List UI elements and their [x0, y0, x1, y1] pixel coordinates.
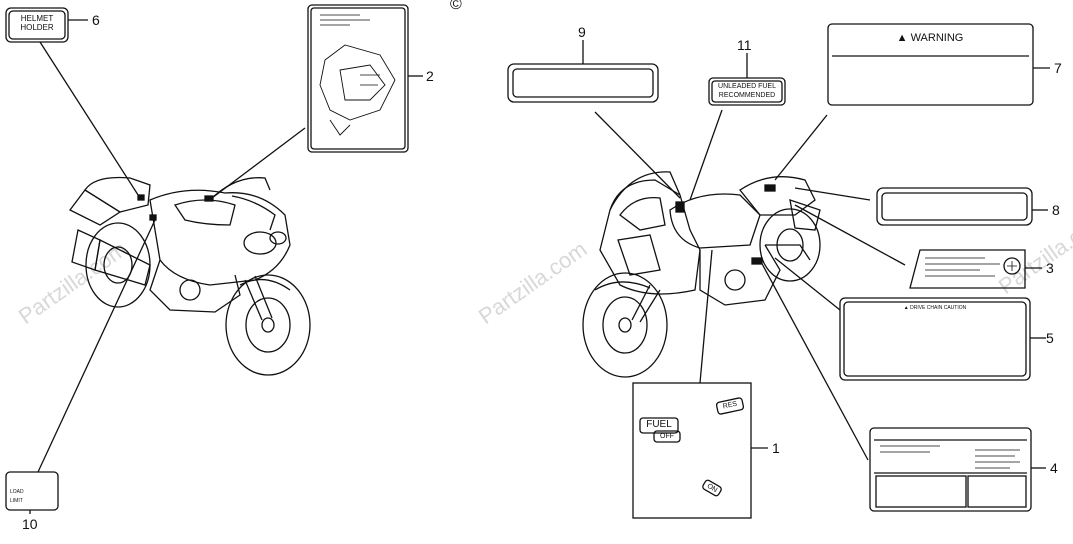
- helmet-holder-line-2: HOLDER: [20, 23, 54, 32]
- copyright-mark: ©: [450, 0, 462, 13]
- unleaded-line-1: UNLEADED FUEL: [718, 83, 776, 90]
- fuel-label: FUEL: [646, 419, 672, 430]
- callout-4: 4: [1050, 460, 1058, 476]
- unleaded-line-2: RECOMMENDED: [718, 92, 776, 99]
- label-7-box: [827, 23, 1034, 106]
- label-10-box: [5, 471, 59, 511]
- label-5-box: [839, 297, 1031, 381]
- callout-8: 8: [1052, 202, 1060, 218]
- label-10-line-2: LIMIT: [10, 498, 23, 504]
- label-10-text: LOAD LIMIT: [10, 488, 40, 506]
- label-10-line-1: LOAD: [10, 489, 24, 495]
- callout-1: 1: [772, 440, 780, 456]
- label-9-box: [507, 63, 659, 103]
- motorcycle-left: [69, 176, 311, 376]
- callout-5: 5: [1046, 330, 1054, 346]
- warning-label: ▲ WARNING: [896, 32, 964, 44]
- callout-6: 6: [92, 12, 100, 28]
- helmet-holder-label: HELMET HOLDER: [10, 14, 64, 32]
- label-8-box: [876, 187, 1033, 226]
- motorcycle-right: [582, 171, 821, 378]
- callout-11: 11: [737, 37, 752, 53]
- label-3-box: [909, 249, 1026, 289]
- callout-3: 3: [1046, 260, 1054, 276]
- unleaded-fuel-label: UNLEADED FUEL RECOMMENDED: [713, 82, 781, 100]
- off-label: OFF: [660, 433, 674, 440]
- callout-7: 7: [1054, 60, 1062, 76]
- label-4-box: [869, 427, 1032, 512]
- drive-chain-caution-label: ▲ DRIVE CHAIN CAUTION: [903, 305, 967, 311]
- label-2-box: [307, 4, 409, 153]
- helmet-holder-line-1: HELMET: [20, 14, 54, 23]
- callout-9: 9: [578, 24, 586, 40]
- callout-10: 10: [22, 516, 38, 532]
- label-6-box: [5, 7, 69, 43]
- label-1-box: [632, 382, 752, 519]
- callout-2: 2: [426, 68, 434, 84]
